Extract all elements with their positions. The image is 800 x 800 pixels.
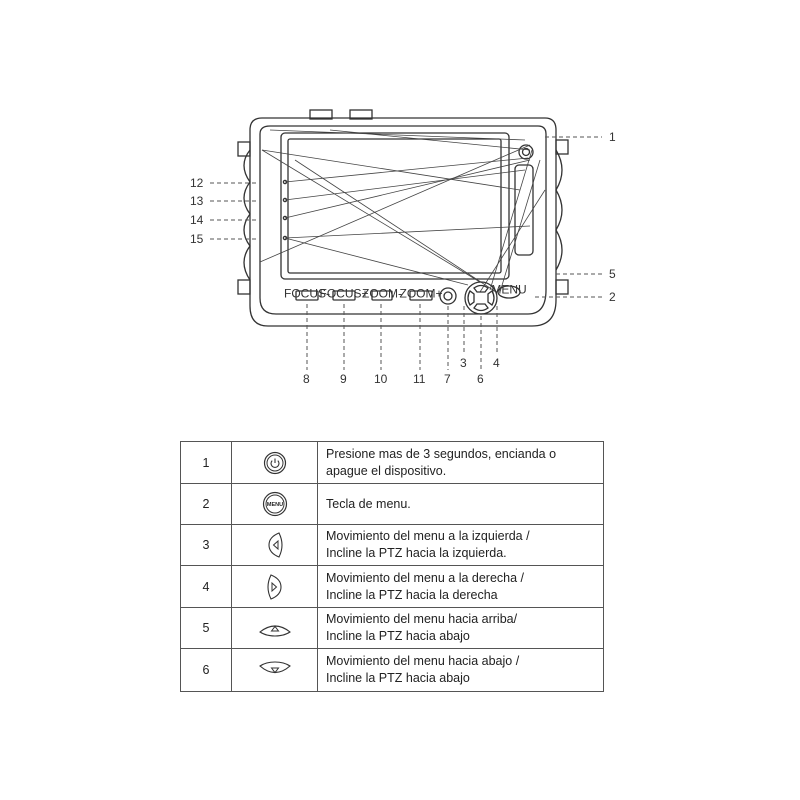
dpad-left-button[interactable]: [467, 290, 475, 306]
overlay-lines: [259, 129, 546, 293]
callout-5: 5: [609, 267, 616, 281]
table-row: 5 Movimiento del menu hacia arriba/ Incl…: [180, 607, 604, 649]
menu-icon-label: MENU: [266, 502, 282, 508]
right-strap-clip-bottom: [555, 279, 569, 295]
focus-minus-button[interactable]: [295, 290, 319, 301]
dpad-up-button[interactable]: [473, 284, 489, 293]
callout-14: 14: [190, 213, 204, 227]
button-legend-table: 1 Presione mas de 3 segundos, encianda o…: [180, 441, 604, 692]
row-description: Incline la PTZ hacia abajo: [326, 671, 470, 685]
row-number: 4: [180, 565, 232, 608]
row-number: 1: [180, 441, 232, 484]
focus-minus-label: FOCUS-: [284, 287, 330, 301]
zoom-minus-label: ZOOM-: [362, 287, 402, 301]
zoom-plus-button[interactable]: [409, 290, 433, 301]
table-row: 2 MENU Tecla de menu.: [180, 483, 604, 525]
callout-13: 13: [190, 194, 204, 208]
row-description: Tecla de menu.: [326, 496, 411, 511]
dpad-right-button[interactable]: [487, 290, 495, 306]
device-body: [249, 117, 557, 327]
row-description: Movimiento del menu a la izquierda /: [326, 529, 530, 543]
table-row: 6 Movimiento del menu hacia abajo / Incl…: [180, 648, 604, 692]
row-description: Movimiento del menu a la derecha /: [326, 570, 525, 585]
callout-10: 10: [374, 372, 388, 386]
power-icon: [521, 147, 531, 157]
right-grip: [555, 149, 563, 271]
row-description: Incline la PTZ hacia abajo: [326, 629, 470, 643]
zoom-minus-button[interactable]: [371, 290, 393, 301]
callout-2: 2: [609, 290, 616, 304]
screen: [287, 138, 502, 274]
up-arrow-button-icon: [258, 625, 291, 637]
device-inner-frame: [259, 125, 547, 315]
right-strap-clip-top: [555, 139, 569, 155]
table-row: 4 Movimiento del menu a la derecha / Inc…: [180, 565, 604, 608]
left-arrow-button-icon: [267, 532, 283, 558]
row-description: Movimiento del menu hacia arriba/: [326, 612, 518, 626]
callout-7: 7: [444, 372, 451, 386]
left-strap-clip-bottom: [237, 279, 251, 295]
zoom-plus-label: ZOOM+: [399, 287, 442, 301]
dpad: [464, 281, 498, 315]
row-description: Incline la PTZ hacia la derecha: [326, 587, 498, 602]
callout-15: 15: [190, 232, 204, 246]
callout-12: 12: [190, 176, 204, 190]
power-button[interactable]: [518, 144, 534, 160]
side-panel: [514, 164, 534, 256]
screen-bezel: [280, 132, 510, 280]
dpad-down-button[interactable]: [473, 303, 489, 312]
row-number: 3: [180, 524, 232, 566]
callout-leaders: [210, 136, 603, 370]
top-mount-left: [309, 109, 333, 120]
callout-4: 4: [493, 356, 500, 370]
power-button-icon: [263, 451, 286, 474]
callout-3: 3: [460, 356, 467, 370]
device-diagram: FOCUS- FOCUS+ ZOOM- ZOOM+ MENU 1 2 3: [190, 109, 616, 386]
callout-9: 9: [340, 372, 347, 386]
row-description: apague el dispositivo.: [326, 463, 447, 478]
row-description: Incline la PTZ hacia la izquierda.: [326, 546, 507, 560]
table-row: 1 Presione mas de 3 segundos, encianda o…: [180, 441, 604, 484]
menu-button[interactable]: [497, 285, 521, 299]
left-strap-clip-top: [237, 141, 251, 157]
row-number: 6: [180, 648, 232, 692]
callout-1: 1: [609, 130, 616, 144]
left-grip: [243, 149, 251, 281]
menu-button-icon: MENU: [262, 491, 287, 517]
callout-11: 11: [413, 372, 426, 386]
focus-plus-button[interactable]: [332, 290, 356, 301]
table-row: 3 Movimiento del menu a la izquierda / I…: [180, 524, 604, 566]
row-number: 2: [180, 483, 232, 525]
right-arrow-button-icon: [266, 573, 282, 600]
down-arrow-button-icon: [258, 661, 291, 674]
menu-button-label: MENU: [491, 283, 526, 297]
focus-plus-label: FOCUS+: [319, 287, 368, 301]
callout-8: 8: [303, 372, 310, 386]
row-number: 5: [180, 607, 232, 649]
capture-button[interactable]: [439, 287, 457, 305]
row-description: Presione mas de 3 segundos, encianda o: [326, 446, 557, 461]
callout-6: 6: [477, 372, 484, 386]
row-description: Movimiento del menu hacia abajo /: [326, 654, 520, 668]
capture-icon: [443, 291, 453, 301]
top-mount-right: [349, 109, 373, 120]
